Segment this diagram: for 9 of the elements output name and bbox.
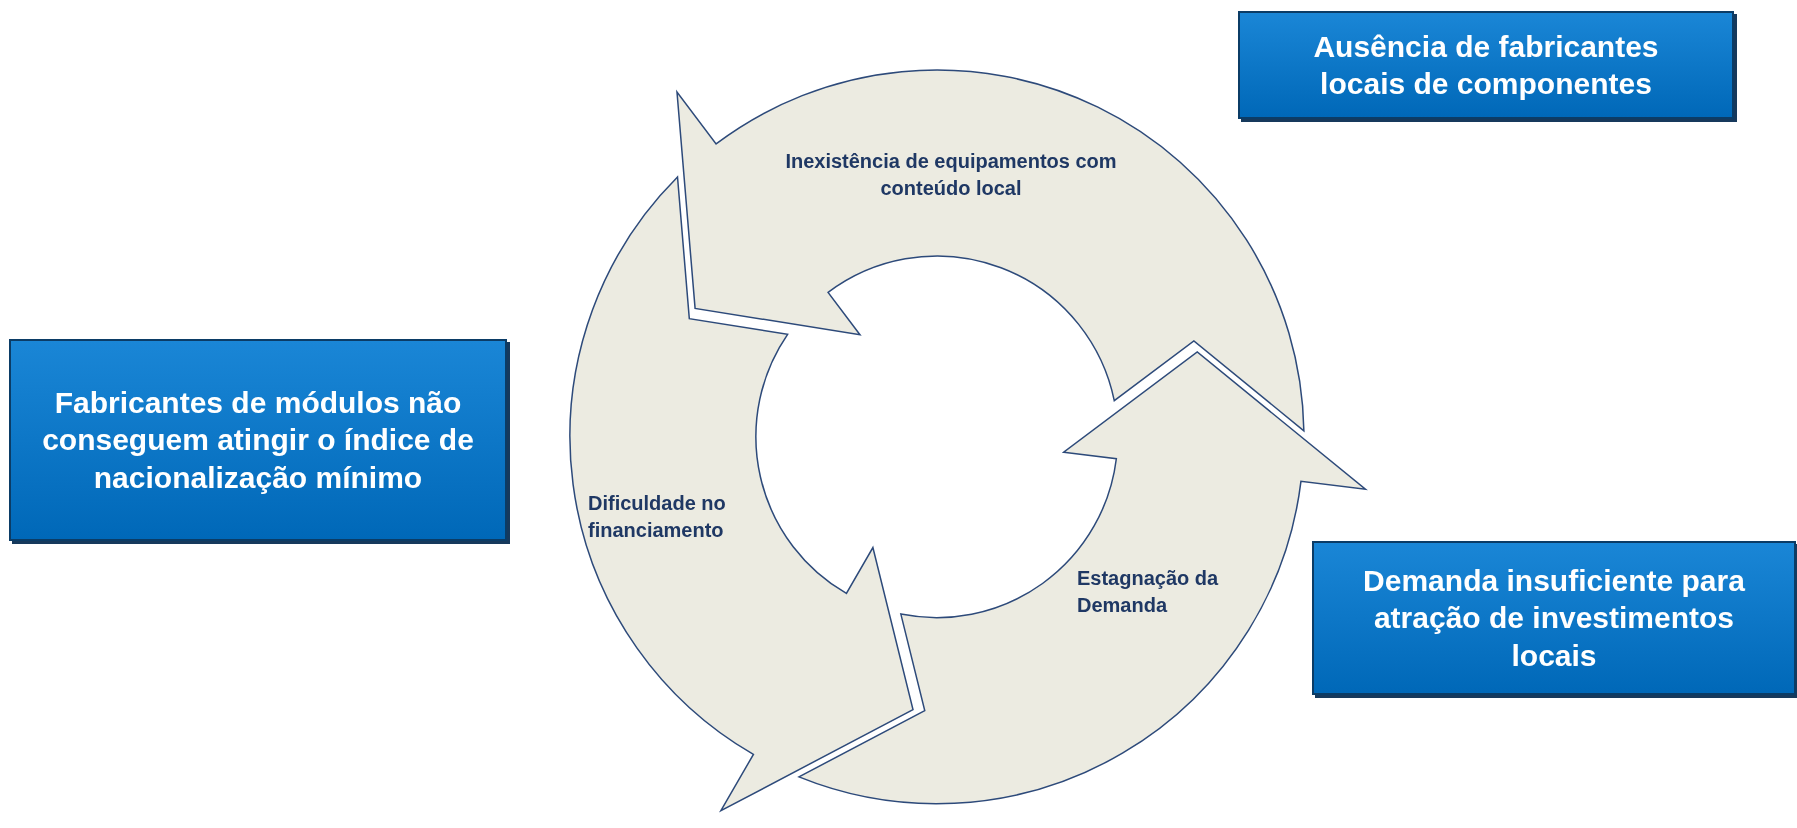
callout-box <box>1312 541 1796 695</box>
callout-text: Demanda insuficiente para atração de investimentos locais <box>1362 562 1746 674</box>
callout-box <box>9 339 507 541</box>
arrow-label: Inexistência de equipamentos com conteúdo local <box>784 149 1118 201</box>
callout-text: Fabricantes de módulos não conseguem atingir o índice de nacionalização mínimo <box>41 384 475 496</box>
arrow-label: Dificuldade no financiamento <box>588 491 727 543</box>
callout-text: Ausência de fabricantes locais de componentes <box>1312 28 1660 102</box>
arrow-label: Estagnação da Demanda <box>1077 566 1220 618</box>
callout-box <box>1238 11 1734 119</box>
